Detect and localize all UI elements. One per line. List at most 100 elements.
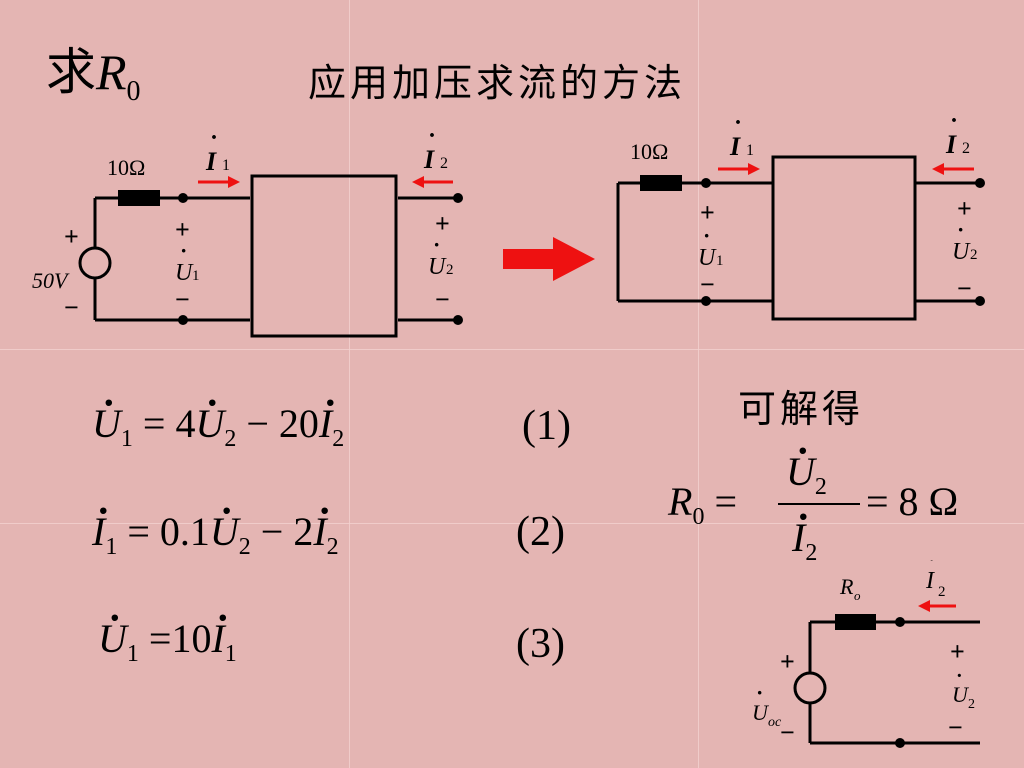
eq-sub: 2	[238, 534, 251, 560]
u2-label: U	[952, 239, 971, 265]
eq-value: = 8 Ω	[866, 479, 959, 524]
eq-var: U	[786, 449, 815, 494]
u2-minus: −	[435, 285, 450, 314]
svg-text:·: ·	[756, 680, 763, 705]
u2-label: U	[428, 254, 447, 280]
eq-var: U	[98, 616, 127, 661]
u2-sub: 2	[446, 262, 454, 278]
svg-text:·: ·	[703, 223, 710, 248]
u2-sub: 2	[968, 697, 975, 712]
u2-minus: −	[948, 713, 963, 742]
r0-label: R	[839, 574, 854, 599]
source-plus: +	[780, 647, 795, 676]
eq-sub: 1	[224, 641, 237, 667]
eq-sub: 2	[326, 534, 339, 560]
i2-label: I	[945, 130, 957, 159]
eq-op: =	[714, 479, 737, 524]
u2-minus: −	[957, 274, 972, 303]
svg-text:·: ·	[957, 217, 964, 242]
i2-label: I	[423, 145, 435, 174]
result-denominator: I2	[792, 514, 817, 567]
equation-1-label: (1)	[522, 403, 571, 449]
result-value: = 8 Ω	[866, 478, 958, 525]
eq-var: U	[195, 401, 224, 446]
eq-var: R	[668, 479, 693, 524]
circuit-equivalent: R o I 2 · + − U oc · + − U 2 ·	[752, 560, 980, 748]
r0-sub: o	[854, 588, 861, 603]
eq-var: I	[319, 401, 332, 446]
circuit-shorted: 10Ω + − + − I 1 · I 2 · U 1 · U 2 ·	[616, 115, 985, 321]
eq-coef: = 4	[142, 401, 196, 446]
uoc-label: U	[752, 700, 770, 725]
svg-text:·: ·	[928, 560, 935, 571]
eq-sub: 1	[105, 534, 118, 560]
title-prefix: 求	[46, 44, 96, 100]
transform-arrow-icon	[503, 237, 595, 281]
i1-sub: 1	[746, 142, 754, 159]
circuit-original: 10Ω 50V + − + − + − I 1 · I 2 · U 1 · U …	[32, 130, 463, 338]
i1-sub: 1	[222, 157, 230, 174]
u1-label: U	[698, 245, 717, 271]
eq-sub: 0	[692, 504, 705, 530]
i2-sub: 2	[962, 140, 970, 157]
eq-sub: 2	[332, 426, 345, 452]
title-var: R	[96, 44, 127, 100]
equation-2: I1 = 0.1U2 − 2I2	[92, 508, 339, 561]
u2-plus: +	[957, 194, 972, 223]
resistor	[640, 175, 682, 191]
equation-2-label: (2)	[516, 509, 565, 555]
svg-text:·: ·	[956, 665, 963, 687]
u2-plus: +	[950, 637, 965, 666]
svg-text:·: ·	[210, 130, 218, 151]
svg-text:·: ·	[180, 238, 187, 263]
eq-coef: = 0.1	[127, 509, 210, 554]
eq-sub: 2	[224, 426, 237, 452]
eq-var: I	[792, 515, 805, 560]
u2-plus: +	[435, 209, 450, 238]
u1-minus: −	[700, 270, 715, 299]
u2-sub: 2	[970, 247, 978, 263]
result-heading: 可解得	[738, 387, 865, 431]
resistor	[835, 614, 876, 630]
u1-minus: −	[175, 285, 190, 314]
eq-sub: 1	[126, 641, 139, 667]
resistor-label: 10Ω	[107, 155, 145, 180]
eq-coef: − 2	[260, 509, 314, 554]
svg-text:·: ·	[428, 130, 436, 149]
eq-coef: − 20	[246, 401, 319, 446]
eq-coef: =10	[148, 616, 212, 661]
equation-3: U1 =10I1	[98, 615, 237, 668]
resistor-label: 10Ω	[630, 139, 668, 164]
svg-text:·: ·	[734, 115, 742, 136]
i2-sub: 2	[938, 584, 946, 600]
i1-label: I	[205, 147, 217, 176]
result-lhs: R0 =	[668, 478, 737, 531]
source-plus: +	[64, 222, 79, 251]
tile-divider	[349, 0, 350, 768]
svg-text:·: ·	[433, 232, 440, 257]
svg-text:·: ·	[950, 115, 958, 134]
subtitle: 应用加压求流的方法	[308, 61, 687, 105]
tile-divider	[0, 349, 1024, 350]
eq-var: I	[313, 509, 326, 554]
eq-var: I	[92, 509, 105, 554]
source-label: 50V	[32, 268, 70, 293]
u1-sub: 1	[192, 268, 200, 284]
eq-var: U	[210, 509, 239, 554]
eq-sub: 2	[814, 474, 827, 500]
tile-divider	[698, 0, 699, 768]
title-sub: 0	[126, 76, 141, 107]
source-minus: −	[64, 293, 79, 322]
equation-1: U1 = 4U2 − 20I2	[92, 400, 344, 453]
result-numerator: U2	[786, 448, 827, 501]
u2-label: U	[952, 682, 970, 707]
resistor	[118, 190, 160, 206]
equation-3-label: (3)	[516, 621, 565, 667]
eq-sub: 1	[120, 426, 133, 452]
u1-label: U	[175, 260, 194, 286]
u1-plus: +	[700, 198, 715, 227]
page-title: 求R0	[46, 32, 141, 108]
source-minus: −	[780, 718, 795, 747]
eq-var: I	[211, 616, 224, 661]
u1-sub: 1	[716, 253, 724, 269]
